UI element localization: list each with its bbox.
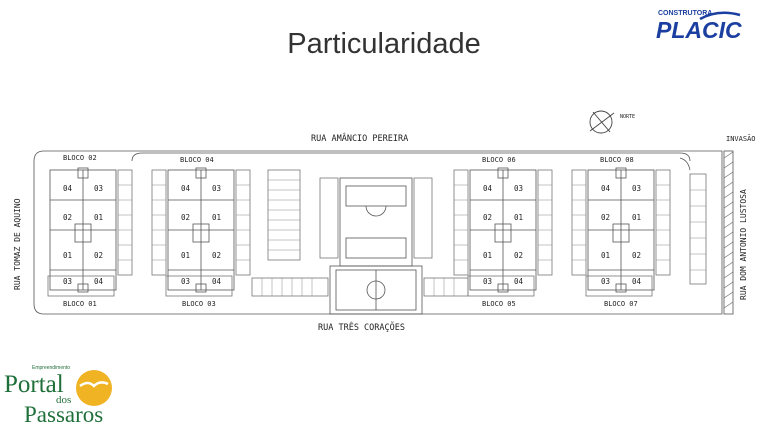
- compass-label: NORTE: [620, 114, 635, 120]
- portal-dos-passaros-logo: Empreendimento Portal dos Passaros: [4, 365, 112, 427]
- block-label: BLOCO 04: [180, 156, 214, 164]
- unit-label: 01: [94, 213, 103, 222]
- unit-label: 03: [514, 184, 523, 193]
- unit-label: 01: [483, 251, 492, 260]
- unit-label: 01: [212, 213, 221, 222]
- unit-label: 03: [181, 277, 190, 286]
- block-label: BLOCO 08: [600, 156, 634, 164]
- bird-icon: [79, 381, 109, 388]
- internal-road: [131, 152, 691, 171]
- unit-label: 02: [632, 251, 641, 260]
- unit-label: 03: [483, 277, 492, 286]
- unit-label: 01: [514, 213, 523, 222]
- building-block-7-8: [587, 167, 655, 293]
- street-east: RUA DOM ANTONIO LUSTOSA: [739, 189, 748, 300]
- unit-label: 04: [63, 184, 73, 193]
- unit-label: 03: [63, 277, 72, 286]
- block-label: BLOCO 03: [182, 300, 216, 308]
- unit-label: 02: [94, 251, 103, 260]
- portal-logo-line3: Passaros: [24, 402, 103, 427]
- unit-label: 04: [483, 184, 493, 193]
- unit-label: 02: [514, 251, 523, 260]
- block-label: BLOCO 02: [63, 154, 97, 162]
- north-compass-icon: [589, 110, 615, 134]
- unit-label: 04: [632, 277, 642, 286]
- unit-label: 03: [632, 184, 641, 193]
- lot-boundary: [33, 150, 723, 315]
- unit-label: 04: [94, 277, 104, 286]
- unit-label: 04: [601, 184, 611, 193]
- unit-label: 03: [94, 184, 103, 193]
- street-south: RUA TRÊS CORAÇÕES: [318, 321, 405, 333]
- portal-logo-small: Empreendimento: [32, 365, 70, 371]
- street-north: RUA AMÂNCIO PEREIRA: [311, 132, 408, 144]
- building-block-5-6: [469, 167, 537, 293]
- building-block-3-4: [167, 167, 235, 293]
- block-label: BLOCO 05: [482, 300, 516, 308]
- unit-label: 03: [601, 277, 610, 286]
- unit-label: 02: [63, 213, 72, 222]
- parking-rows: [47, 169, 707, 297]
- unit-label: 01: [601, 251, 610, 260]
- unit-label: 02: [212, 251, 221, 260]
- block-label: BLOCO 07: [604, 300, 638, 308]
- block-label: BLOCO 06: [482, 156, 516, 164]
- placic-logo: CONSTRUTORA PLACIC: [656, 10, 742, 43]
- building-block-1-2: [49, 167, 117, 293]
- unit-label: 02: [483, 213, 492, 222]
- unit-label: 02: [601, 213, 610, 222]
- placic-logo-main: PLACIC: [656, 17, 742, 43]
- unit-label: 04: [514, 277, 524, 286]
- leisure-area: [339, 177, 413, 267]
- placic-swoosh-icon: [699, 11, 741, 21]
- unit-label: 04: [181, 184, 191, 193]
- slide-title: Particularidade: [287, 28, 481, 60]
- block-label: BLOCO 01: [63, 300, 97, 308]
- unit-label: 01: [63, 251, 72, 260]
- sun-icon: [76, 370, 112, 406]
- portal-logo-line2: dos: [56, 394, 71, 406]
- street-west: RUA TOMAZ DE AQUINO: [13, 198, 22, 290]
- unit-label: 03: [212, 184, 221, 193]
- unit-label: 04: [212, 277, 222, 286]
- portal-logo-line1: Portal: [4, 371, 64, 398]
- invasion-area: [723, 150, 734, 315]
- unit-label: 01: [181, 251, 190, 260]
- sports-court: [329, 265, 423, 315]
- unit-label: 02: [181, 213, 190, 222]
- placic-logo-small: CONSTRUTORA: [658, 10, 712, 17]
- invasion-label: INVASÃO: [726, 134, 756, 143]
- unit-label: 01: [632, 213, 641, 222]
